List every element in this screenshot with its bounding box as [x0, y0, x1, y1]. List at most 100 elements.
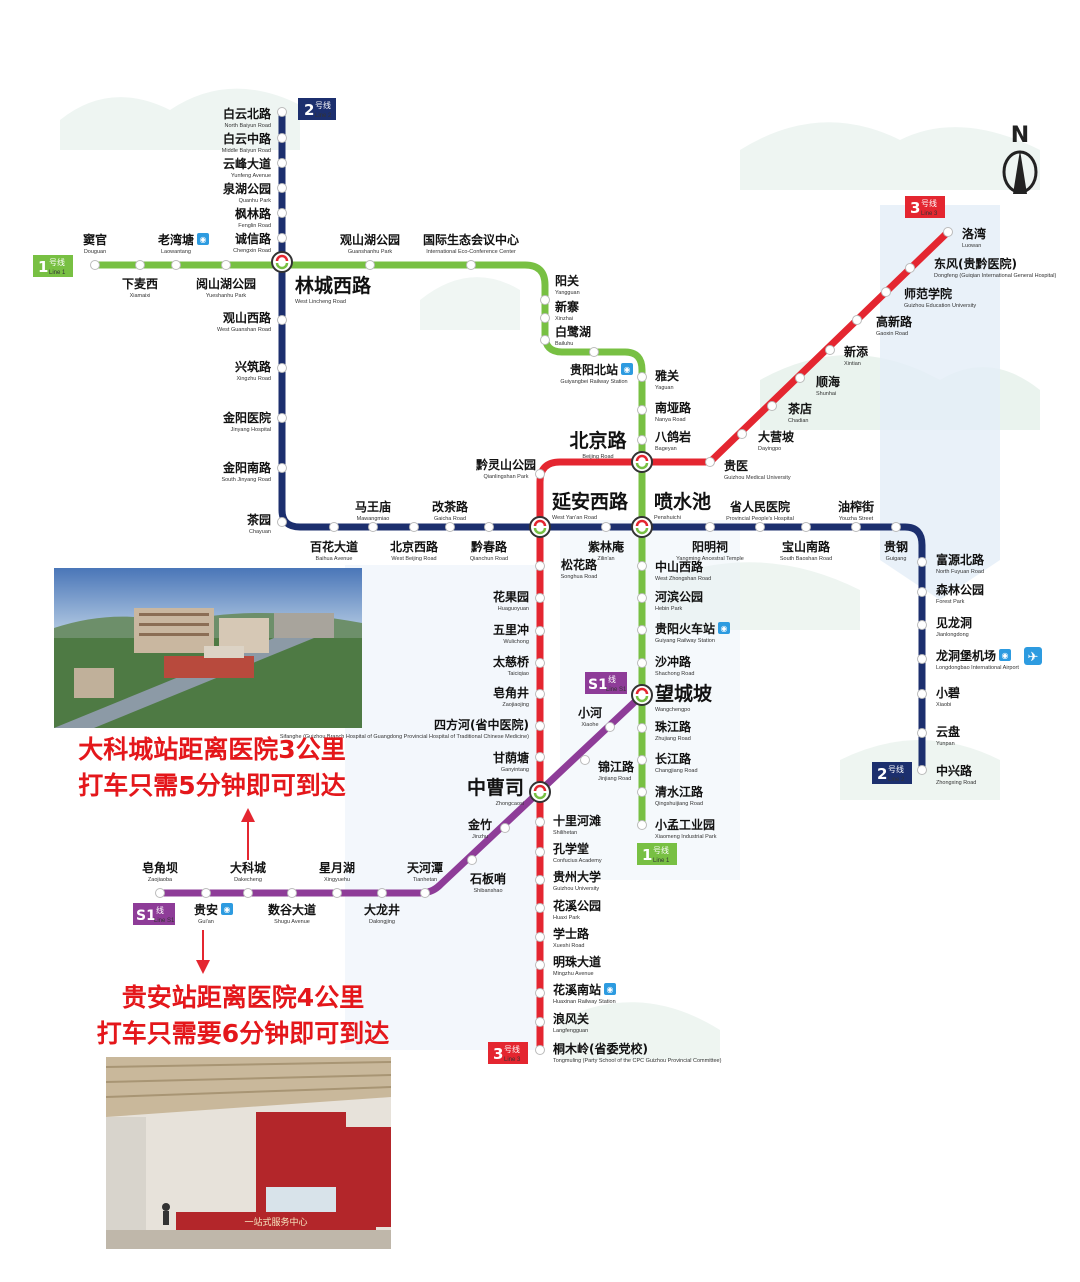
- station-sifanghe[interactable]: 四方河(省中医院)Sifanghe (Guizhou Branch Hospit…: [280, 717, 545, 740]
- station-dongfeng[interactable]: 东风(贵黔医院)Dongfeng (Guiqian International …: [905, 256, 1057, 279]
- badge-line-3-north: 3 号线 Line 3: [905, 196, 945, 218]
- station-marker: [540, 313, 550, 323]
- station-marker: [535, 903, 545, 913]
- railway-icon: [621, 363, 633, 375]
- station-name-en: International Eco-Conference Center: [426, 249, 516, 255]
- station-name: 数谷大道: [268, 902, 316, 917]
- station-name-en: South Baoshan Road: [780, 556, 832, 562]
- station-tongmuling[interactable]: 桐木岭(省委党校)Tongmuling (Party School of the…: [535, 1041, 722, 1064]
